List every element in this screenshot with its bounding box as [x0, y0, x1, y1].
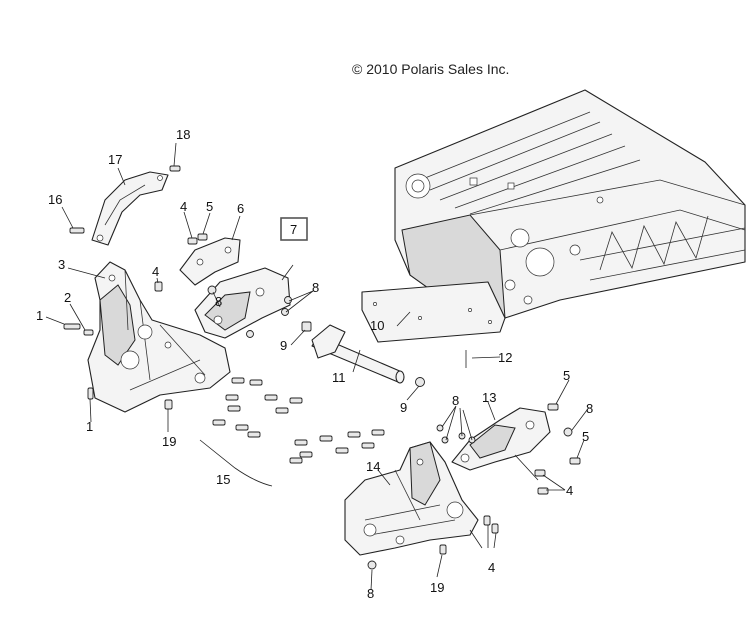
callout-1a: 1 — [36, 308, 43, 323]
callout-8d: 8 — [586, 401, 593, 416]
callout-8b: 8 — [312, 280, 319, 295]
callout-4a: 4 — [180, 199, 187, 214]
mount-13 — [451, 407, 551, 471]
misc-hardware — [63, 165, 581, 570]
callout-13: 13 — [482, 390, 496, 405]
floor-plate — [361, 281, 506, 343]
callout-4b: 4 — [152, 264, 159, 279]
left-frame-assembly — [87, 261, 231, 413]
chassis-frame — [361, 89, 746, 343]
callout-12: 12 — [498, 350, 512, 365]
callout-labels: 18 17 16 4 5 6 7 3 4 8 8 2 1 9 10 11 12 … — [36, 127, 593, 601]
callout-9b: 9 — [400, 400, 407, 415]
callout-8e: 8 — [367, 586, 374, 601]
callout-5a: 5 — [206, 199, 213, 214]
callout-18: 18 — [176, 127, 190, 142]
bolt-cluster-15 — [199, 377, 385, 487]
callout-14: 14 — [366, 459, 380, 474]
copyright-text: © 2010 Polaris Sales Inc. — [352, 61, 509, 77]
callout-5b: 5 — [563, 368, 570, 383]
callout-16: 16 — [48, 192, 62, 207]
callout-15: 15 — [216, 472, 230, 487]
callout-1b: 1 — [86, 419, 93, 434]
callout-10: 10 — [370, 318, 384, 333]
bracket-17 — [91, 171, 169, 246]
callout-8c: 8 — [452, 393, 459, 408]
callout-11: 11 — [332, 370, 346, 385]
callout-box-7 — [280, 217, 308, 241]
callout-5c: 5 — [582, 429, 589, 444]
mount-7 — [194, 267, 291, 339]
callout-17: 17 — [108, 152, 122, 167]
callout-3: 3 — [58, 257, 65, 272]
callout-4d: 4 — [488, 560, 495, 575]
leader-lines — [45, 142, 588, 591]
callout-19a: 19 — [162, 434, 176, 449]
callout-8a: 8 — [215, 294, 222, 309]
callout-6: 6 — [237, 201, 244, 216]
callout-4c: 4 — [566, 483, 573, 498]
callout-2: 2 — [64, 290, 71, 305]
callout-19b: 19 — [430, 580, 444, 595]
callout-9a: 9 — [280, 338, 287, 353]
bracket-6 — [179, 237, 241, 286]
callout-7: 7 — [290, 222, 297, 237]
right-frame-14 — [344, 441, 479, 556]
